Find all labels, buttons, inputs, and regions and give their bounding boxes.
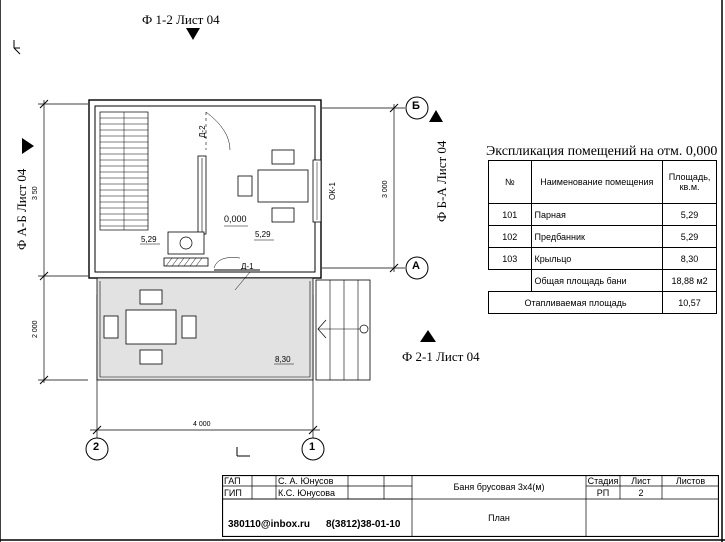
explication-table: № Наименование помещения Площадь, кв.м. … (487, 160, 717, 314)
heated-label: Отапливаемая площадь (487, 291, 664, 314)
row-name: Крыльцо (530, 247, 664, 270)
stage-header: Стадия (587, 475, 619, 486)
explication-title: Экспликация помещений на отм. 0,000 (486, 144, 718, 159)
section-arrow-top (186, 28, 200, 40)
contact-phone: 8(3812)38-01-10 (326, 518, 401, 530)
door-label-d1: Д-1 (241, 262, 254, 271)
window-label-ok1: ОК-1 (328, 182, 337, 200)
section-ref-top: Ф 1-2 Лист 04 (142, 12, 220, 27)
role-gip: ГИП (224, 487, 242, 498)
header-name: Наименование помещения (530, 160, 664, 204)
dim-right: 3 000 (382, 180, 389, 198)
heated-value: 10,57 (662, 291, 717, 314)
section-ref-right: Ф Б-А Лист 04 (434, 140, 449, 222)
total-value: 18,88 м2 (662, 269, 717, 292)
table-row: 101 Парная 5,29 (488, 203, 717, 226)
table-total-row: Общая площадь бани 18,88 м2 (488, 269, 717, 292)
sheet-name: План (488, 513, 510, 523)
area-label-steam-room: 5,29 (141, 235, 157, 244)
row-num: 102 (488, 225, 532, 248)
row-name: Парная (530, 203, 664, 226)
row-area: 8,30 (662, 247, 717, 270)
table-heated-row: Отапливаемая площадь 10,57 (487, 291, 717, 314)
table-header-row: № Наименование помещения Площадь, кв.м. (488, 160, 717, 204)
row-area: 5,29 (662, 203, 717, 226)
table-row: 102 Предбанник 5,29 (488, 225, 717, 248)
level-mark: 0,000 (224, 214, 247, 224)
name-gip: К.С. Юнусова (278, 487, 335, 498)
axis-label-1: 1 (309, 441, 316, 453)
sheet-value: 2 (638, 487, 644, 498)
door-label-d2: Д-2 (198, 125, 207, 138)
contact-email: 380110@inbox.ru (228, 518, 311, 530)
total-label: Общая площадь бани (530, 269, 664, 292)
dim-left-lower: 2 000 (32, 320, 39, 338)
project-name: Баня брусовая 3х4(м) (453, 482, 545, 492)
row-num: 101 (488, 203, 532, 226)
axis-label-a: А (412, 260, 420, 272)
sheet-header: Лист (631, 475, 651, 486)
dim-bottom: 4 000 (193, 421, 211, 428)
row-name: Предбанник (530, 225, 664, 248)
header-area: Площадь, кв.м. (662, 160, 717, 204)
section-ref-bottom: Ф 2-1 Лист 04 (402, 349, 480, 364)
name-gap: С. А. Юнусов (278, 475, 334, 486)
title-block-grid (222, 475, 719, 537)
axis-label-2: 2 (93, 441, 100, 453)
area-label-anteroom: 5,29 (255, 230, 271, 239)
section-ref-left: Ф А-Б Лист 04 (14, 168, 29, 250)
section-arrow-left (22, 138, 34, 154)
section-arrow-right (429, 110, 443, 122)
area-label-porch: 8,30 (275, 355, 291, 364)
table-row: 103 Крыльцо 8,30 (488, 247, 717, 270)
title-block: ГАП С. А. Юнусов ГИП К.С. Юнусова 380110… (222, 475, 719, 537)
row-num: 103 (488, 247, 532, 270)
section-arrow-bottom (420, 330, 436, 342)
axis-label-b: Б (412, 100, 420, 112)
header-num: № (488, 160, 532, 204)
sheets-value (662, 486, 719, 499)
dim-left-upper: 3 50 (32, 186, 39, 200)
sheets-header: Листов (675, 475, 706, 486)
stage-value: РП (596, 487, 610, 498)
role-gap: ГАП (224, 475, 241, 486)
row-area: 5,29 (662, 225, 717, 248)
